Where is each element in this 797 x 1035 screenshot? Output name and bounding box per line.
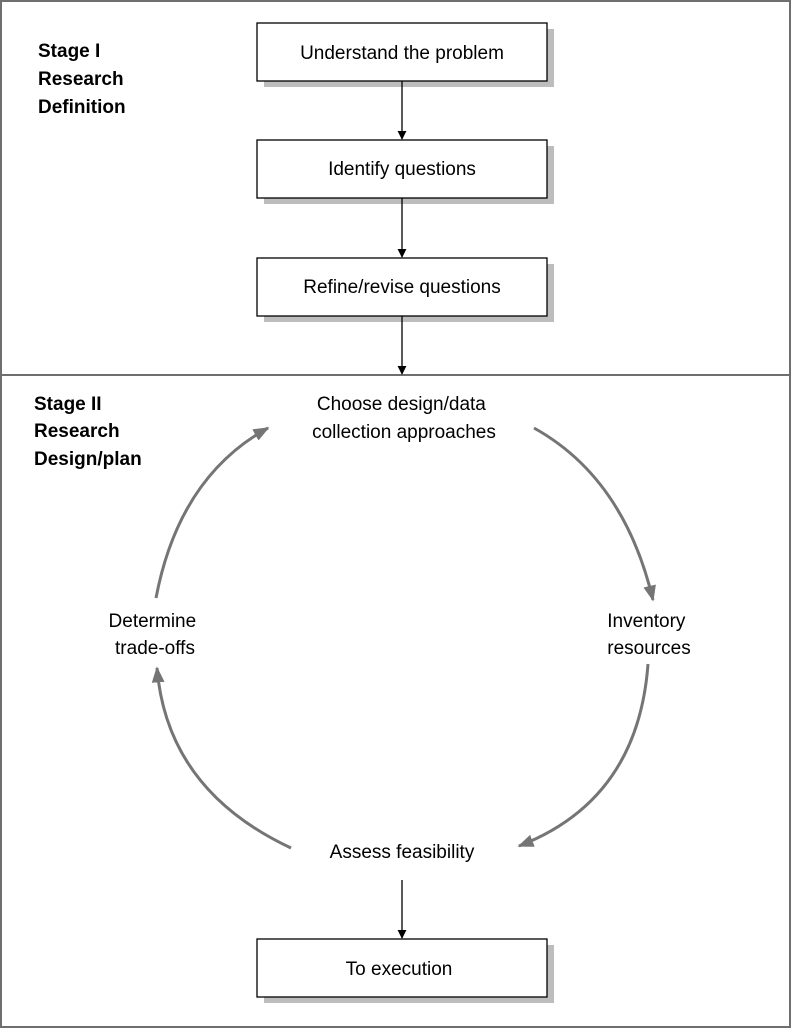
stage-2-panel [0,374,791,1028]
svg-text:Identify questions: Identify questions [328,159,476,180]
step-refine-questions: Refine/revise questions [256,257,554,322]
cycle-inventory-resources: Inventory resources [607,611,690,659]
cycle-determine-tradeoffs: Determine trade-offs [109,611,202,659]
step-to-execution: To execution [256,938,554,1003]
svg-text:Understand the problem: Understand the problem [300,43,504,64]
cycle-assess-feasibility: Assess feasibility [330,842,475,863]
step-understand-problem: Understand the problem [256,22,554,87]
svg-text:Refine/revise questions: Refine/revise questions [303,277,501,298]
stage-1-label: Stage I Research Definition [38,41,129,118]
cycle-arrow-inventory-to-assess [517,663,650,848]
svg-text:To execution: To execution [346,959,453,980]
cycle-arrow-tradeoffs-to-choose [154,426,270,599]
step-identify-questions: Identify questions [256,139,554,204]
stage-2-label: Stage II Research Design/plan [34,394,142,470]
cycle-choose-design: Choose design/data collection approaches [312,394,496,443]
cycle-arrow-assess-to-tradeoffs [151,666,292,850]
cycle-arrow-choose-to-inventory [533,426,656,602]
